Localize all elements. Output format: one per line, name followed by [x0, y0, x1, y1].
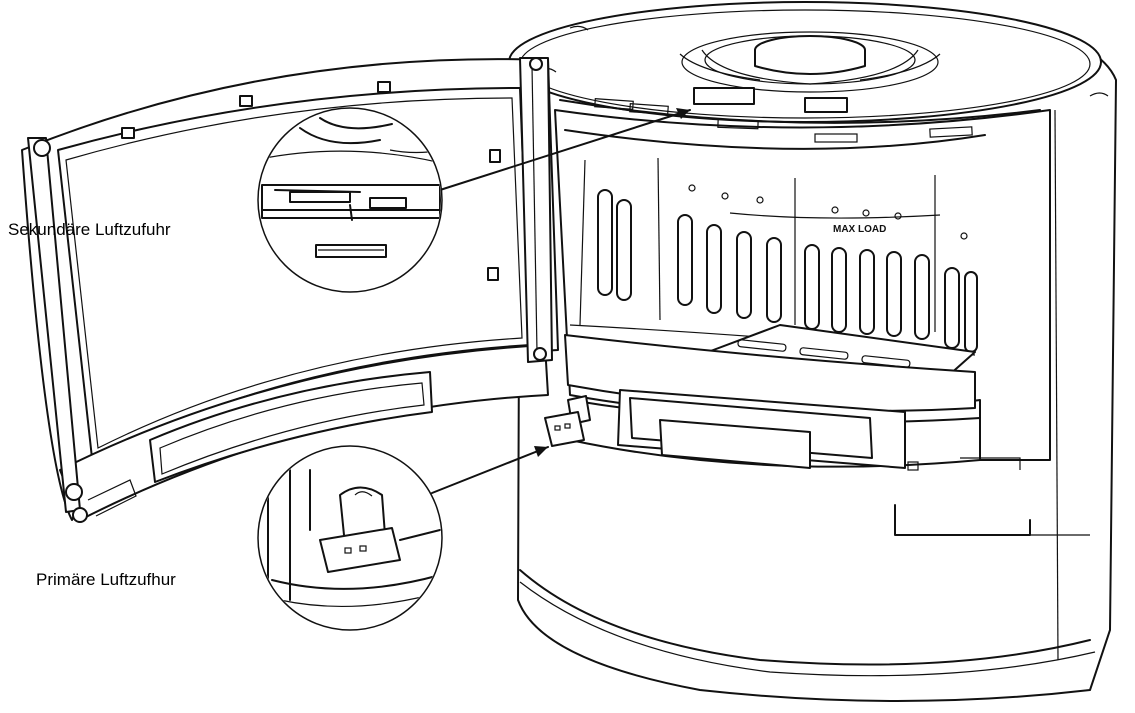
primary-air-detail-circle [257, 445, 443, 631]
secondary-air-label: Sekundäre Luftzufuhr [8, 220, 171, 239]
flue-collar [679, 31, 941, 93]
primary-air-label: Primäre Luftzufhur [36, 570, 176, 589]
firebox: MAX LOAD [554, 87, 1051, 461]
door [21, 57, 559, 523]
secondary-air-detail-circle [257, 107, 443, 293]
max-load-marking: MAX LOAD [833, 224, 886, 235]
stove-top-plate [508, 1, 1109, 123]
ash-pan [569, 389, 1021, 471]
primary-air-lever [544, 395, 591, 447]
primary-air-leader [431, 446, 549, 494]
secondary-air-leader [439, 108, 691, 191]
firebox-wall-slots [597, 189, 978, 353]
